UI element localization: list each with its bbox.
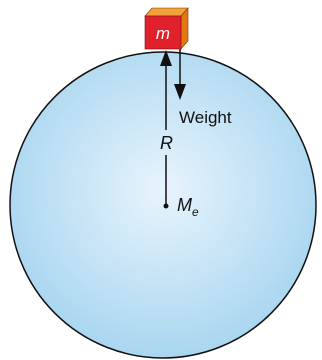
block-mass-label: m xyxy=(156,24,170,43)
weight-arrow-head xyxy=(174,84,186,100)
center-mass-label: Me xyxy=(177,195,199,219)
center-mass-subscript: e xyxy=(192,205,199,219)
weight-label: Weight xyxy=(179,108,232,127)
center-mass-letter: M xyxy=(177,195,192,215)
block-top-face xyxy=(144,7,189,17)
planet-sphere xyxy=(9,51,317,359)
mass-block: m xyxy=(144,7,189,50)
center-point xyxy=(163,203,169,209)
block-front-face xyxy=(144,15,182,50)
radius-label: R xyxy=(160,133,173,153)
radius-arrow-head xyxy=(160,50,172,66)
